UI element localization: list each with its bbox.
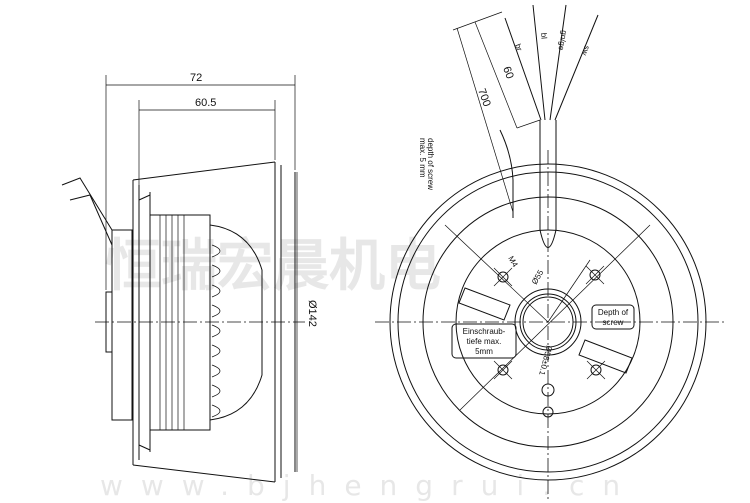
- wire-label-bl: bl: [539, 32, 549, 39]
- wire-label-br: br: [513, 43, 524, 53]
- box-english-line2: screw: [603, 318, 624, 327]
- dim-strip-length: 60: [500, 65, 515, 81]
- thread-label: M4: [506, 255, 520, 270]
- watermark-cn: 恒瑞宏晨机电: [105, 234, 441, 299]
- box-german-line3: 5mm: [475, 347, 493, 356]
- dim-overall-length: 72: [190, 72, 202, 84]
- dim-diameter: Ø142: [306, 300, 318, 327]
- watermark-url: www.bjhengrui.cn: [100, 469, 638, 502]
- dim-bolt-circle: Ø58±0.1: [537, 344, 554, 376]
- box-english-line1: Depth of: [598, 308, 629, 317]
- box-german-line2: tiefe max.: [467, 337, 502, 346]
- front-view: 60 700 br bl gn/ge sw depth of screw max…: [375, 4, 725, 500]
- box-german-note: Einschraub- tiefe max. 5mm: [451, 323, 517, 359]
- note-depth-line1: depth of screw: [426, 138, 435, 190]
- box-german-line1: Einschraub-: [463, 327, 506, 336]
- wire-label-sw: sw: [580, 44, 592, 56]
- dim-body-length: 60.5: [195, 97, 216, 109]
- note-depth-line2: max. 5 mm: [418, 138, 427, 178]
- dim-cable-length: 700: [475, 87, 493, 108]
- box-english-note: Depth of screw: [591, 304, 635, 330]
- dim-hub-diameter: Ø55: [530, 268, 546, 286]
- side-view: 72 60.5 Ø142: [61, 72, 318, 483]
- wire-label-gn-ge: gn/ge: [556, 30, 568, 52]
- watermark: 恒瑞宏晨机电 www.bjhengrui.cn: [100, 234, 638, 502]
